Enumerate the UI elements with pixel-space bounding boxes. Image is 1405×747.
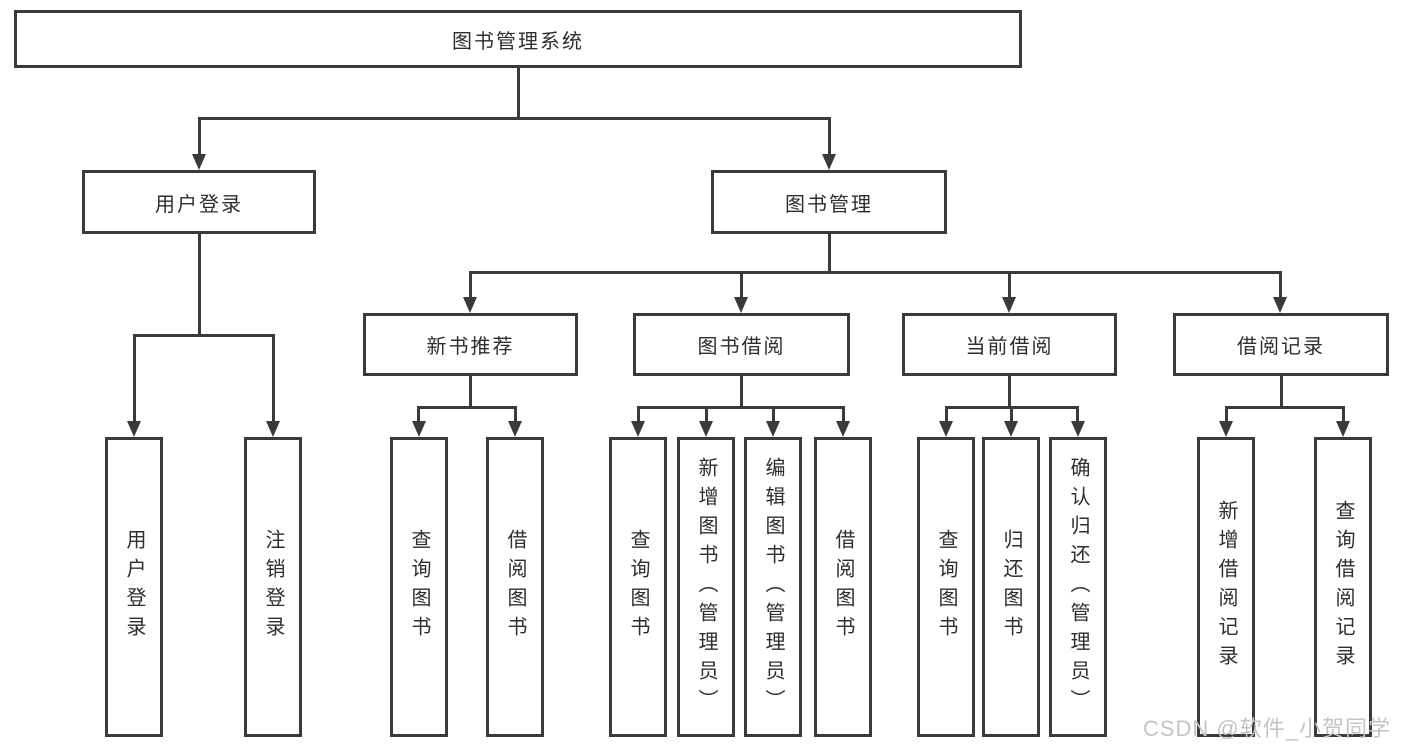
node-borrow-records: 借阅记录 xyxy=(1173,313,1389,376)
leaf-query-books-3-label: 查询图书 xyxy=(935,529,957,645)
leaf-add-books-admin: 新增图书（管理员） xyxy=(677,437,735,737)
arrow-down-icon xyxy=(127,421,141,437)
arrow-down-icon xyxy=(463,297,477,313)
arrow-down-icon xyxy=(836,421,850,437)
leaf-add-books-admin-label: 新增图书（管理员） xyxy=(695,456,717,718)
connector-book-borrow-drop-2 xyxy=(705,406,708,422)
leaf-edit-books-admin: 编辑图书（管理员） xyxy=(744,437,802,737)
node-borrow-records-label: 借阅记录 xyxy=(1237,336,1325,358)
connector-root-drop-right xyxy=(828,117,831,155)
arrow-down-icon xyxy=(939,421,953,437)
leaf-user-login: 用户登录 xyxy=(105,437,163,737)
leaf-edit-books-admin-label: 编辑图书（管理员） xyxy=(762,456,784,718)
arrow-down-icon xyxy=(1273,297,1287,313)
arrow-down-icon xyxy=(1219,421,1233,437)
connector-user-login-stem xyxy=(198,234,201,336)
connector-new-book-stem xyxy=(469,376,472,408)
leaf-query-borrow-record-label: 查询借阅记录 xyxy=(1332,500,1354,674)
connector-new-book-rail xyxy=(417,406,517,409)
leaf-borrow-books-1-label: 借阅图书 xyxy=(504,529,526,645)
node-book-management-label: 图书管理 xyxy=(785,193,873,216)
arrow-down-icon xyxy=(1071,421,1085,437)
arrow-down-icon xyxy=(631,421,645,437)
leaf-borrow-books-1: 借阅图书 xyxy=(486,437,544,737)
connector-user-login-rail xyxy=(133,334,274,337)
node-root-label: 图书管理系统 xyxy=(452,30,584,53)
connector-user-login-drop-2 xyxy=(272,334,275,422)
connector-book-borrow-drop-4 xyxy=(842,406,845,422)
leaf-return-books: 归还图书 xyxy=(982,437,1040,737)
connector-book-mgmt-drop-4 xyxy=(1279,271,1282,299)
connector-root-stem xyxy=(517,68,520,118)
arrow-down-icon xyxy=(508,421,522,437)
connector-book-mgmt-drop-2 xyxy=(740,271,743,299)
connector-new-book-drop-2 xyxy=(514,406,517,422)
node-user-login-label: 用户登录 xyxy=(155,193,243,216)
node-root: 图书管理系统 xyxy=(14,10,1022,68)
csdn-watermark: CSDN @软件_小贺同学 xyxy=(1142,716,1391,741)
arrow-down-icon xyxy=(266,421,280,437)
connector-book-borrow-drop-1 xyxy=(637,406,640,422)
arrow-down-icon xyxy=(734,297,748,313)
node-current-borrow: 当前借阅 xyxy=(902,313,1117,376)
arrow-down-icon xyxy=(412,421,426,437)
leaf-query-books-3: 查询图书 xyxy=(917,437,975,737)
node-book-management: 图书管理 xyxy=(711,170,947,234)
leaf-query-books-1-label: 查询图书 xyxy=(408,529,430,645)
connector-book-mgmt-rail xyxy=(469,271,1281,274)
connector-book-mgmt-drop-1 xyxy=(469,271,472,299)
leaf-return-books-label: 归还图书 xyxy=(1000,529,1022,645)
connector-book-borrow-stem xyxy=(740,376,743,408)
connector-book-borrow-drop-3 xyxy=(772,406,775,422)
connector-current-borrow-stem xyxy=(1008,376,1011,408)
leaf-user-login-label: 用户登录 xyxy=(123,529,145,645)
arrow-down-icon xyxy=(1002,297,1016,313)
leaf-logout: 注销登录 xyxy=(244,437,302,737)
leaf-add-borrow-record-label: 新增借阅记录 xyxy=(1215,500,1237,674)
leaf-borrow-books-2: 借阅图书 xyxy=(814,437,872,737)
node-new-book-recommend-label: 新书推荐 xyxy=(426,336,515,358)
leaf-confirm-return-admin: 确认归还（管理员） xyxy=(1049,437,1107,737)
connector-user-login-drop-1 xyxy=(133,334,136,422)
arrow-down-icon xyxy=(192,154,206,170)
leaf-logout-label: 注销登录 xyxy=(262,529,284,645)
connector-records-stem xyxy=(1280,376,1283,408)
arrow-down-icon xyxy=(699,421,713,437)
leaf-confirm-return-admin-label: 确认归还（管理员） xyxy=(1067,456,1089,718)
connector-root-rail xyxy=(198,117,831,120)
connector-root-drop-left xyxy=(198,117,201,155)
connector-new-book-drop-1 xyxy=(417,406,420,422)
node-user-login: 用户登录 xyxy=(82,170,316,234)
node-book-borrow: 图书借阅 xyxy=(633,313,850,376)
leaf-query-borrow-record: 查询借阅记录 xyxy=(1314,437,1372,737)
connector-current-borrow-drop-3 xyxy=(1076,406,1079,422)
node-book-borrow-label: 图书借阅 xyxy=(697,336,786,358)
connector-book-mgmt-drop-3 xyxy=(1008,271,1011,299)
connector-current-borrow-drop-2 xyxy=(1010,406,1013,422)
connector-book-borrow-rail xyxy=(637,406,844,409)
leaf-query-books-2-label: 查询图书 xyxy=(627,529,649,645)
leaf-add-borrow-record: 新增借阅记录 xyxy=(1197,437,1255,737)
node-new-book-recommend: 新书推荐 xyxy=(363,313,578,376)
connector-records-rail xyxy=(1225,406,1345,409)
leaf-query-books-1: 查询图书 xyxy=(390,437,448,737)
node-current-borrow-label: 当前借阅 xyxy=(965,336,1054,358)
connector-current-borrow-drop-1 xyxy=(945,406,948,422)
leaf-borrow-books-2-label: 借阅图书 xyxy=(832,529,854,645)
arrow-down-icon xyxy=(822,154,836,170)
arrow-down-icon xyxy=(766,421,780,437)
arrow-down-icon xyxy=(1004,421,1018,437)
arrow-down-icon xyxy=(1336,421,1350,437)
leaf-query-books-2: 查询图书 xyxy=(609,437,667,737)
connector-records-drop-1 xyxy=(1225,406,1228,422)
connector-records-drop-2 xyxy=(1342,406,1345,422)
connector-book-mgmt-stem xyxy=(828,234,831,274)
